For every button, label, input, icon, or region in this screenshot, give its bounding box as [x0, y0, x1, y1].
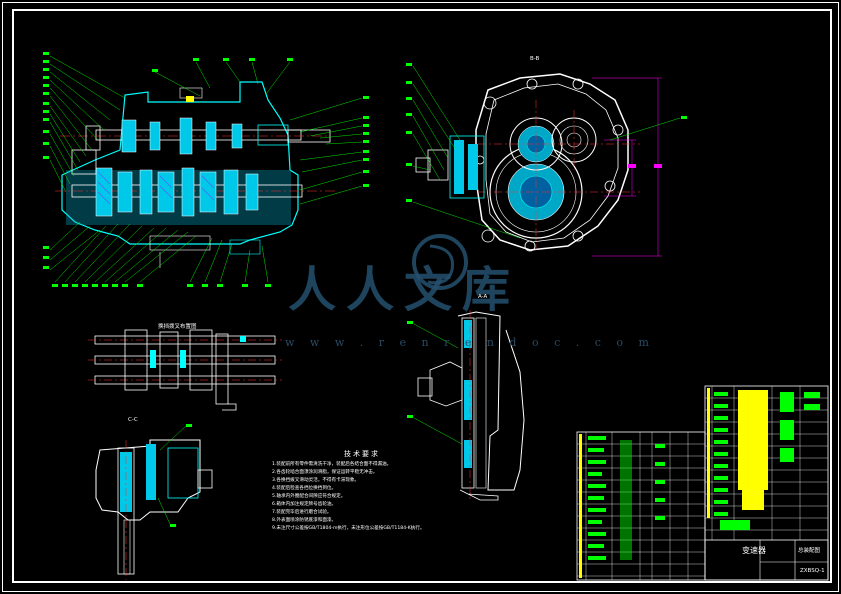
tech-req-item: 2.各齿轮啮合面须涂润滑脂，保证运转平稳无冲击。	[272, 470, 378, 475]
end-view	[406, 63, 687, 257]
tech-req-item: 4.装配后检查各挡位换挡到位。	[272, 486, 337, 491]
section-c-view	[95, 424, 213, 580]
tech-req-item: 7.装配完毕后进行磨合试验。	[272, 510, 332, 515]
tech-req-item: 1.装配前所有零件需清洗干净，装配后各结合面不得漏油。	[272, 462, 392, 467]
main-section-view	[43, 52, 369, 287]
tech-req-title: 技术要求	[344, 450, 380, 458]
watermark-url: w w w . r e n r e n d o c . c o m	[285, 336, 655, 349]
drawing-number: ZXBSQ-1	[800, 568, 825, 574]
label-section-c: C-C	[128, 417, 138, 423]
tech-req-item: 5.轴承内外圈配合间隙应符合规定。	[272, 494, 346, 499]
tech-req-item: 8.外表面喷涂防锈底漆和面漆。	[272, 518, 337, 523]
label-shift-view: 换挡拨叉布置图	[158, 324, 197, 330]
drawing-title: 变速器	[742, 546, 766, 555]
shift-fork-view	[88, 329, 282, 411]
label-section-a: A-A	[478, 294, 488, 300]
assembly-label: 总装配图	[798, 548, 821, 554]
watermark-title: 人人文库	[288, 262, 521, 318]
tech-req-item: 9.未注尺寸公差按GB/T1804-m执行，未注形位公差按GB/T1184-K执…	[272, 526, 425, 531]
technical-requirements: 技术要求 1.装配前所有零件需清洗干净，装配后各结合面不得漏油。 2.各齿轮啮合…	[272, 450, 472, 533]
watermark	[412, 234, 468, 290]
section-a-view	[407, 310, 525, 501]
tech-req-item: 3.各换挡拨叉滑动灵活，不得有卡滞现象。	[272, 478, 360, 483]
label-section-b: B-B	[530, 56, 540, 62]
tech-req-item: 6.箱体内加注规定牌号齿轮油。	[272, 502, 337, 507]
inner-frame	[12, 9, 832, 583]
title-block	[576, 385, 829, 581]
